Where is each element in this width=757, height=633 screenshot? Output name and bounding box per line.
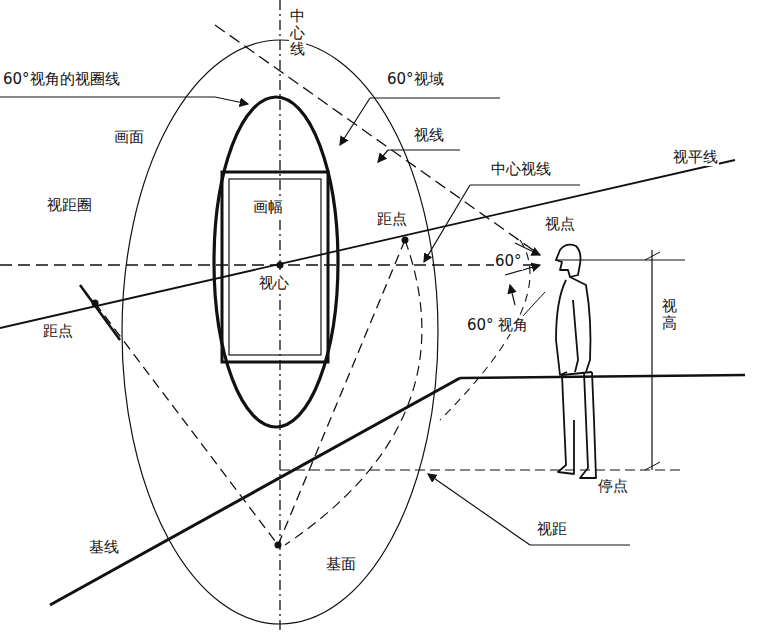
viewer-figure xyxy=(556,245,596,478)
point-label: 距点 xyxy=(376,210,408,228)
dimension-label: 视高 xyxy=(661,298,678,331)
frame-label: 画幅 xyxy=(252,198,284,216)
line-label: 视平线 xyxy=(672,148,719,166)
point-label: 视点 xyxy=(544,215,576,233)
angle-label: 60° 视角 xyxy=(466,316,529,334)
point-label: 停点 xyxy=(597,477,629,495)
dimension-label: 视距 xyxy=(536,520,568,538)
axis-label: 中心线 xyxy=(289,8,306,58)
circle-label: 视距圈 xyxy=(46,196,93,214)
point-label: 视心 xyxy=(258,274,290,292)
leader-label: 中心视线 xyxy=(490,160,552,178)
leader-label: 视线 xyxy=(413,126,445,144)
plane-label: 基面 xyxy=(325,555,357,573)
picture-frame: 画幅视心 xyxy=(232,182,318,352)
line-label: 基线 xyxy=(88,538,120,556)
point-label: 距点 xyxy=(42,322,74,340)
leader-label: 60°视域 xyxy=(386,70,445,88)
leader-label: 60°视角的视圈线 xyxy=(2,70,121,88)
angle-label: 60° xyxy=(494,252,523,270)
plane-label: 画面 xyxy=(113,128,145,146)
